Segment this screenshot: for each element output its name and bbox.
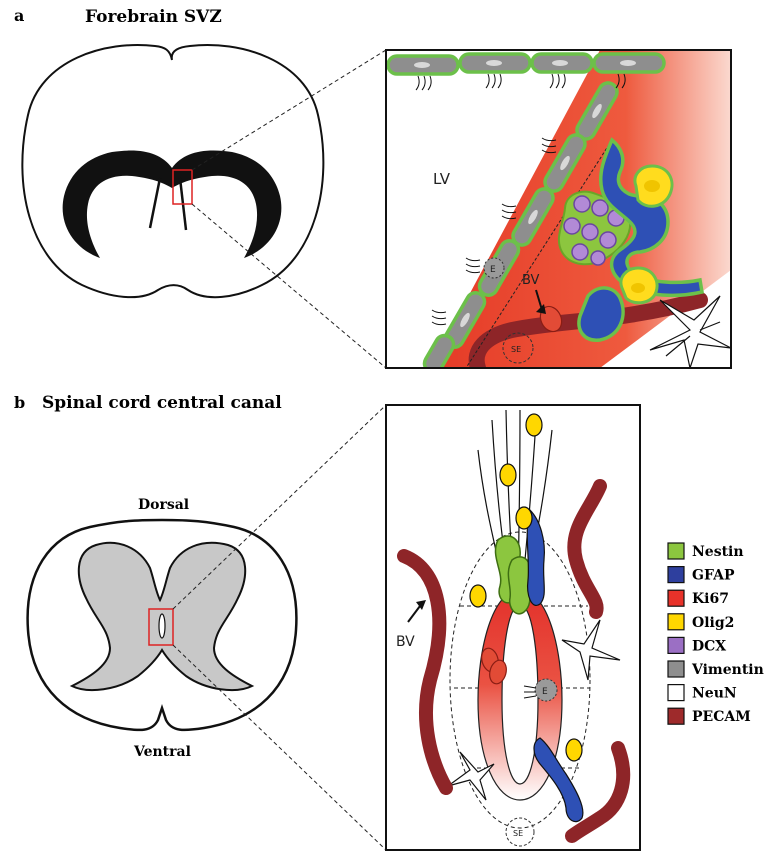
panel-b-title: Spinal cord central canal	[42, 393, 282, 413]
legend-swatch-gfap	[668, 567, 684, 583]
legend-swatch-nestin	[668, 543, 684, 559]
forebrain-section	[22, 45, 323, 297]
spinal-cord-section	[28, 520, 297, 730]
olig2-cell	[500, 464, 516, 486]
olig2-cell	[635, 166, 672, 206]
panel-a-title: Forebrain SVZ	[85, 7, 222, 27]
legend-label-nestin: Nestin	[692, 544, 744, 560]
legend-swatch-pecam	[668, 708, 684, 724]
legend-swatch-ki67	[668, 590, 684, 606]
olig2-cell	[470, 585, 486, 607]
se-label-b: SE	[513, 829, 523, 838]
legend-swatch-vimentin	[668, 661, 684, 677]
legend-label-olig2: Olig2	[692, 615, 734, 631]
se-label: SE	[511, 345, 521, 354]
legend-label-vimentin: Vimentin	[691, 662, 764, 678]
e-label: E	[490, 265, 496, 275]
olig2-cell	[621, 268, 657, 303]
legend-label-pecam: PECAM	[692, 709, 751, 725]
legend-swatch-dcx	[668, 637, 684, 653]
bv-label-b: BV	[396, 634, 415, 650]
svz-zoom-box: SE	[386, 50, 731, 376]
legend-label-neun: NeuN	[692, 686, 737, 702]
olig2-cell	[516, 507, 532, 529]
ventral-label: Ventral	[133, 744, 191, 760]
dorsal-label: Dorsal	[138, 497, 189, 513]
olig2-cell	[526, 414, 542, 436]
central-canal-zoom-box: E	[386, 405, 640, 850]
legend-label-ki67: Ki67	[692, 591, 729, 607]
legend-label-dcx: DCX	[692, 638, 726, 654]
legend-swatch-olig2	[668, 614, 684, 630]
lv-label: LV	[433, 170, 451, 188]
e-label-b: E	[542, 687, 548, 697]
nestin-cell	[508, 557, 530, 614]
bv-label-a: BV	[522, 273, 540, 288]
olig2-cell	[566, 739, 582, 761]
panel-a-letter: a	[14, 6, 24, 25]
legend-swatch-neun	[668, 685, 684, 701]
panel-b-letter: b	[14, 393, 25, 412]
legend-label-gfap: GFAP	[692, 568, 735, 584]
